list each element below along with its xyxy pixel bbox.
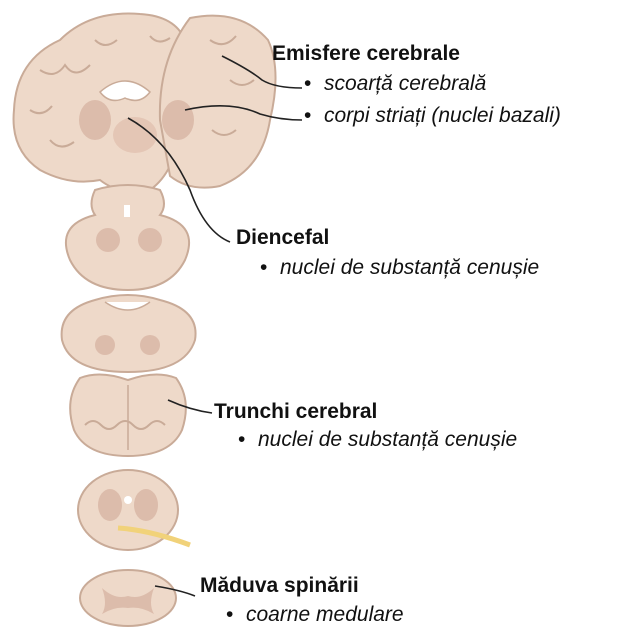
brainstem-title: Trunchi cerebral [214, 400, 377, 424]
item-text: coarne medulare [246, 603, 404, 626]
right-striatum [162, 100, 194, 140]
cerebral-hemispheres-item-1: •scoarță cerebrală [304, 72, 486, 96]
coronal-brain-section [14, 14, 276, 192]
cerebral-hemispheres-title: Emisfere cerebrale [272, 42, 460, 66]
midbrain-section [66, 185, 189, 290]
spinal-cord-item-1: •coarne medulare [226, 603, 404, 627]
item-text: nuclei de substanță cenușie [258, 428, 517, 451]
item-text: scoarță cerebrală [324, 72, 486, 95]
brainstem-item-1: •nuclei de substanță cenușie [238, 428, 517, 452]
left-striatum [79, 100, 111, 140]
pons-section [62, 295, 196, 372]
spinal-cord-section [80, 570, 176, 626]
bullet: • [304, 72, 324, 96]
bullet: • [238, 428, 258, 452]
spinal-cord-title: Măduva spinării [200, 574, 359, 598]
cerebral-hemispheres-item-2: •corpi striați (nuclei bazali) [304, 104, 561, 128]
diencephalon-title: Diencefal [236, 226, 329, 250]
item-text: corpi striați (nuclei bazali) [324, 104, 561, 127]
diencephalon-item-1: •nuclei de substanță cenușie [260, 256, 539, 280]
caudal-medulla-section [78, 470, 190, 550]
bullet: • [304, 104, 324, 128]
bullet: • [260, 256, 280, 280]
medulla-section [70, 374, 186, 456]
item-text: nuclei de substanță cenușie [280, 256, 539, 279]
bullet: • [226, 603, 246, 627]
